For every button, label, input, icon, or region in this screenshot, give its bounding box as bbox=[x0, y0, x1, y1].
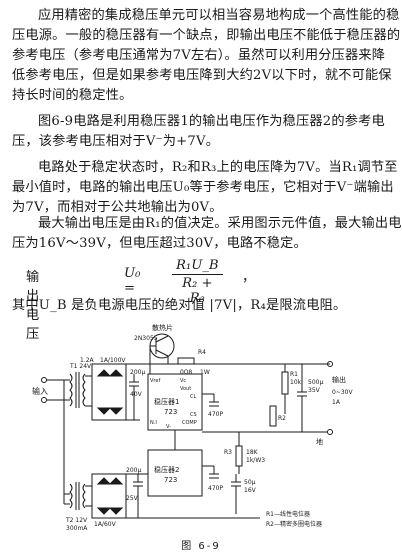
resistor-r3 bbox=[235, 445, 243, 467]
paragraph-4: 最大输出电压是由R₁的值决定。采用图示元件值，最大输出电 压为16V～39V，但… bbox=[12, 214, 402, 254]
c2-label: 200μ bbox=[126, 467, 141, 474]
c2-voltage: 25V bbox=[126, 495, 139, 502]
r3-value: 1k/W3 bbox=[246, 457, 265, 464]
pin-label: Vout bbox=[180, 386, 191, 392]
formula-denominator: R₂ + R₃ bbox=[182, 276, 213, 306]
output-terminal bbox=[327, 429, 333, 435]
diode-symbol bbox=[96, 407, 112, 415]
paragraph-note: 其中U_B 是负电源电压的绝对值 |7V|，R₄是限流电阻。 bbox=[12, 296, 392, 316]
pin-label: CL bbox=[190, 394, 196, 400]
input-terminal bbox=[41, 397, 47, 403]
resistor-r4 bbox=[177, 357, 195, 365]
reg1-label: 稳压器1 bbox=[154, 397, 179, 406]
r3-label: R3 bbox=[224, 449, 232, 456]
input-terminal bbox=[41, 377, 47, 383]
formula-label: 输出电压 bbox=[26, 270, 40, 342]
c50-voltage: 16V bbox=[244, 487, 257, 494]
t2-current: 300mA bbox=[66, 525, 88, 532]
text-line: 持长时间的稳定性。 bbox=[12, 88, 133, 103]
pin-label: COMP bbox=[182, 420, 197, 426]
potentiometer-r1 bbox=[281, 371, 289, 395]
text-line: 最小值时，电路的输出电压U₀等于参考电压，它相对于V⁻端输出 bbox=[12, 180, 394, 195]
t1-current: 1.2A bbox=[80, 357, 95, 364]
r4-watt: 1W bbox=[200, 369, 210, 376]
text-line: 图6-9电路是利用稳压器1的输出电压作为稳压器2的参考电 bbox=[38, 114, 385, 129]
heatsink-label: 散热片 bbox=[152, 324, 173, 332]
output-range: 0~30V bbox=[332, 389, 353, 396]
r1-label: R1 bbox=[290, 371, 298, 378]
text-line: 为7V，而相对于公共地输出为0V。 bbox=[12, 200, 223, 215]
reg2-label: 稳压器2 bbox=[154, 465, 179, 474]
paragraph-3: 电路处于稳定状态时，R₂和R₃上的电压降为7V。当R₁调节至 最小值时，电路的输… bbox=[12, 158, 398, 218]
diode-symbol bbox=[108, 407, 124, 415]
c1-label: 200μ bbox=[130, 369, 145, 376]
r2-value: 18K bbox=[246, 449, 259, 456]
input-label: 输入 bbox=[32, 386, 48, 396]
c470p2-label: 470P bbox=[208, 485, 223, 492]
reg1-number: 723 bbox=[164, 408, 177, 416]
transistor-label: 2N3055 bbox=[134, 335, 158, 342]
output-current: 1A bbox=[332, 399, 341, 406]
transformer-t1 bbox=[69, 372, 86, 408]
potentiometer-r2 bbox=[269, 405, 277, 427]
transformer-t2 bbox=[69, 482, 86, 510]
formula-lhs: U₀ = bbox=[124, 266, 141, 296]
text-line: 其中U_B 是负电源电压的绝对值 |7V|，R₄是限流电阻。 bbox=[12, 298, 347, 313]
figure-caption: 图 6-9 bbox=[181, 541, 221, 552]
pin-label: V- bbox=[166, 424, 171, 430]
bridge1-rating: 1A/100V bbox=[100, 357, 126, 364]
text-line: 压，该参考电压相对于V⁻为+7V。 bbox=[12, 134, 220, 149]
paragraph-1: 应用精密的集成稳压单元可以相当容易地构成一个高性能的稳 压电源。一般的稳压器有一… bbox=[12, 6, 401, 106]
rectifier-bridge-1 bbox=[91, 363, 127, 421]
pin-label: CS bbox=[190, 412, 197, 418]
pin-label: N.I bbox=[150, 420, 157, 426]
pin-label: Vref bbox=[150, 378, 160, 384]
bridge2-rating: 1A/60V bbox=[94, 521, 117, 528]
text-line: 压为16V～39V，但电压超过30V，电路不稳定。 bbox=[12, 236, 307, 251]
legend-r2: R2—精密多圈电位器 bbox=[266, 520, 322, 528]
ground-label: 地 bbox=[316, 437, 323, 446]
text-line: 应用精密的集成稳压单元可以相当容易地构成一个高性能的稳 bbox=[38, 8, 400, 23]
t2-label: T2 12V bbox=[65, 517, 88, 524]
output-label: 输出 bbox=[332, 375, 346, 384]
c470p1-label: 470P bbox=[208, 411, 223, 418]
diode-symbol bbox=[96, 369, 112, 377]
formula-numerator: R₁U_B bbox=[176, 258, 219, 273]
rectifier-bridge-2 bbox=[91, 473, 127, 519]
formula-tail: ， bbox=[242, 270, 256, 285]
r4-label: R4 bbox=[198, 349, 206, 356]
t1-label: T1 24V bbox=[69, 363, 92, 370]
formula-fraction: R₁U_B R₂ + R₃ bbox=[172, 258, 223, 306]
text-line: 参考电压（参考电压通常为7V左右）。虽然可以利用分压器来降 bbox=[12, 48, 386, 63]
diode-symbol bbox=[108, 369, 124, 377]
text-line: 压电源。一般的稳压器有一个缺点，即输出电压不能低于稳压器的 bbox=[12, 28, 401, 43]
c1-voltage: 40V bbox=[130, 391, 143, 398]
cout-label: 500μ bbox=[308, 379, 323, 386]
reg2-number: 723 bbox=[164, 476, 177, 484]
cout-voltage: 35V bbox=[308, 387, 321, 394]
paragraph-2: 图6-9电路是利用稳压器1的输出电压作为稳压器2的参考电 压，该参考电压相对于V… bbox=[12, 112, 392, 152]
text-line: 电路处于稳定状态时，R₂和R₃上的电压降为7V。当R₁调节至 bbox=[38, 160, 398, 175]
text-line: 低参考电压，但是如果参考电压降到大约2V以下时，就不可能保 bbox=[12, 68, 392, 83]
r4-value: 0Ω8 bbox=[180, 369, 192, 376]
circuit-diagram: 散热片 2N3055 R4 0Ω8 1W R1 10k 输入 T1 24V 1.… bbox=[32, 324, 353, 532]
legend-r1: R1—线性电位器 bbox=[266, 510, 310, 518]
r1-value: 10k bbox=[290, 379, 302, 386]
c50-label: 50μ bbox=[244, 479, 256, 486]
text-line: 最大输出电压是由R₁的值决定。采用图示元件值，最大输出电 bbox=[38, 216, 402, 231]
fraction-bar bbox=[172, 274, 223, 275]
output-terminal bbox=[327, 361, 333, 367]
pin-label: Vc bbox=[180, 378, 186, 384]
r2-label: R2 bbox=[278, 415, 286, 422]
